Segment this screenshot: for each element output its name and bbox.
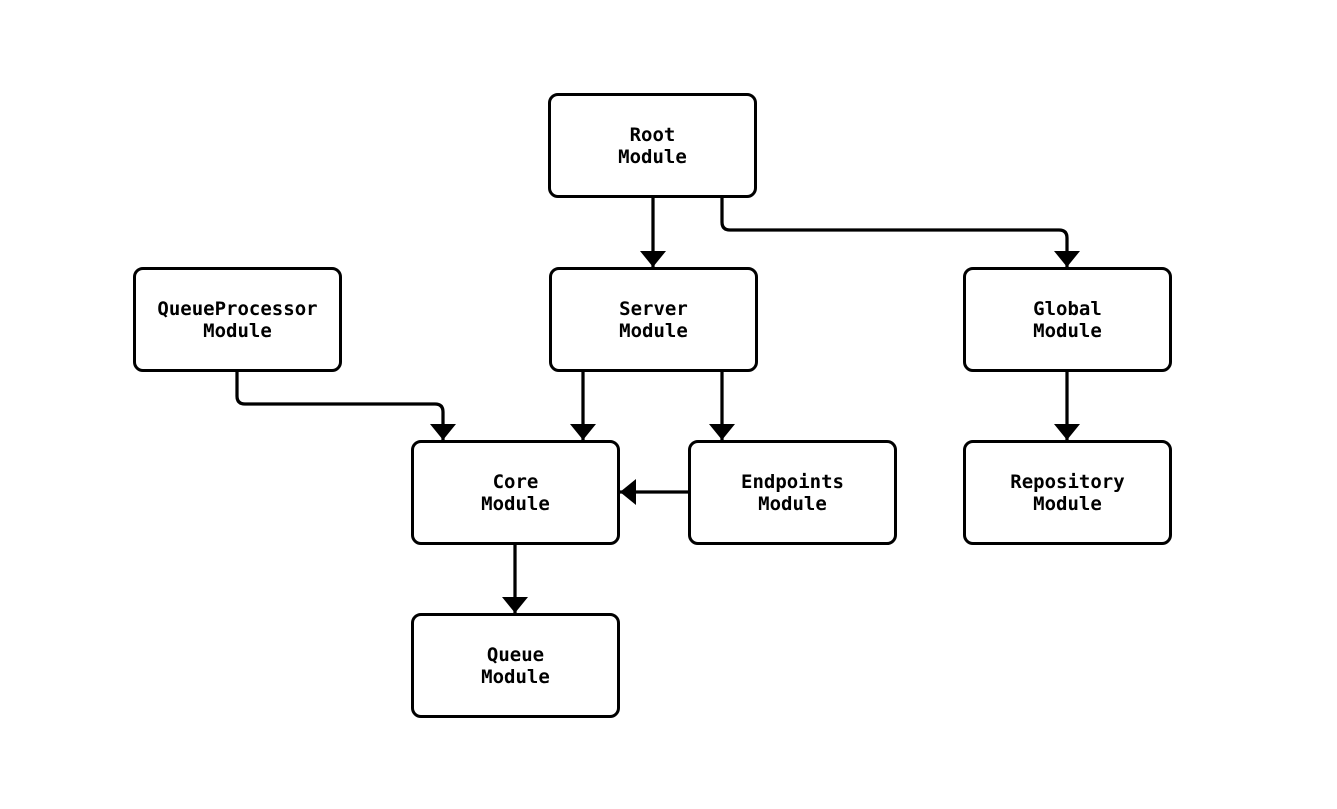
node-queue-module: Queue Module xyxy=(411,613,620,718)
edge-root-to-global xyxy=(720,198,1080,267)
node-queueprocessor-label: QueueProcessor Module xyxy=(157,297,318,342)
node-repository-module: Repository Module xyxy=(963,440,1172,545)
node-server-label: Server Module xyxy=(619,297,688,342)
node-queueprocessor-module: QueueProcessor Module xyxy=(133,267,342,372)
node-core-label: Core Module xyxy=(481,470,550,515)
edge-queueprocessor-to-core xyxy=(235,372,456,440)
node-queue-label: Queue Module xyxy=(481,643,550,688)
node-root-label: Root Module xyxy=(618,123,687,168)
node-global-label: Global Module xyxy=(1033,297,1102,342)
node-global-module: Global Module xyxy=(963,267,1172,372)
node-core-module: Core Module xyxy=(411,440,620,545)
node-repository-label: Repository Module xyxy=(1010,470,1125,515)
node-root-module: Root Module xyxy=(548,93,757,198)
node-endpoints-module: Endpoints Module xyxy=(688,440,897,545)
node-server-module: Server Module xyxy=(549,267,758,372)
node-endpoints-label: Endpoints Module xyxy=(741,470,844,515)
